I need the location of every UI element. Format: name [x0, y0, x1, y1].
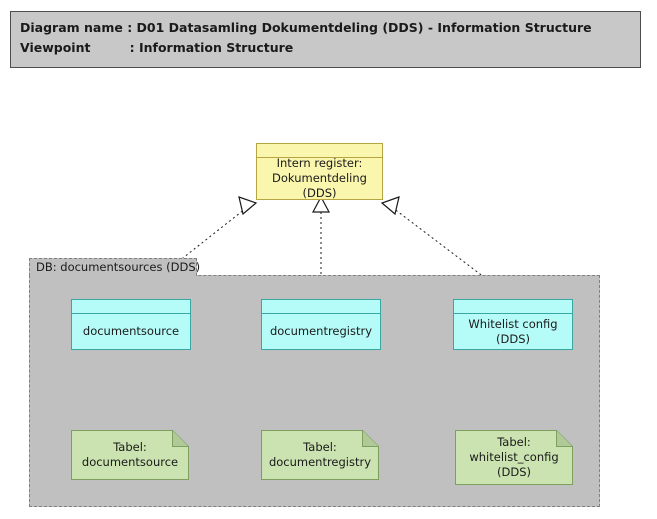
- node-tabel-documentregistry-label: Tabel: documentregistry: [268, 440, 372, 469]
- artifact-shape: [261, 430, 379, 480]
- node-documentsource-label: documentsource: [82, 324, 180, 338]
- node-header-strip: [262, 300, 380, 314]
- node-tabel-documentregistry[interactable]: Tabel: documentregistry: [261, 430, 379, 480]
- node-tabel-whitelist-config-label: Tabel: whitelist_config (DDS): [469, 435, 559, 479]
- connector-documentregistry-to-intern-register: [312, 195, 330, 299]
- viewpoint-line: Viewpoint : Information Structure: [20, 40, 294, 55]
- node-documentregistry[interactable]: documentregistry: [261, 299, 381, 350]
- node-header-strip: [454, 300, 572, 314]
- node-tabel-documentsource[interactable]: Tabel: documentsource: [71, 430, 189, 480]
- node-documentregistry-label: documentregistry: [269, 324, 373, 338]
- group-db-documentsources-tab[interactable]: [29, 258, 197, 276]
- node-intern-register[interactable]: Intern register: Dokumentdeling (DDS): [256, 143, 383, 200]
- node-intern-register-label: Intern register: Dokumentdeling (DDS): [272, 156, 367, 200]
- node-tabel-documentsource-label: Tabel: documentsource: [81, 440, 179, 469]
- node-header-strip: [72, 300, 190, 314]
- node-header-strip: [257, 144, 382, 158]
- node-documentsource[interactable]: documentsource: [71, 299, 191, 350]
- artifact-shape: [455, 430, 573, 485]
- node-tabel-whitelist-config[interactable]: Tabel: whitelist_config (DDS): [455, 430, 573, 485]
- artifact-shape: [71, 430, 189, 480]
- node-whitelist-config[interactable]: Whitelist config (DDS): [453, 299, 573, 350]
- diagram-title-box: Diagram name : D01 Datasamling Dokumentd…: [10, 11, 641, 68]
- group-db-documentsources-label: DB: documentsources (DDS): [36, 260, 201, 274]
- diagram-name-line: Diagram name : D01 Datasamling Dokumentd…: [20, 20, 592, 35]
- node-whitelist-config-label: Whitelist config (DDS): [468, 316, 558, 346]
